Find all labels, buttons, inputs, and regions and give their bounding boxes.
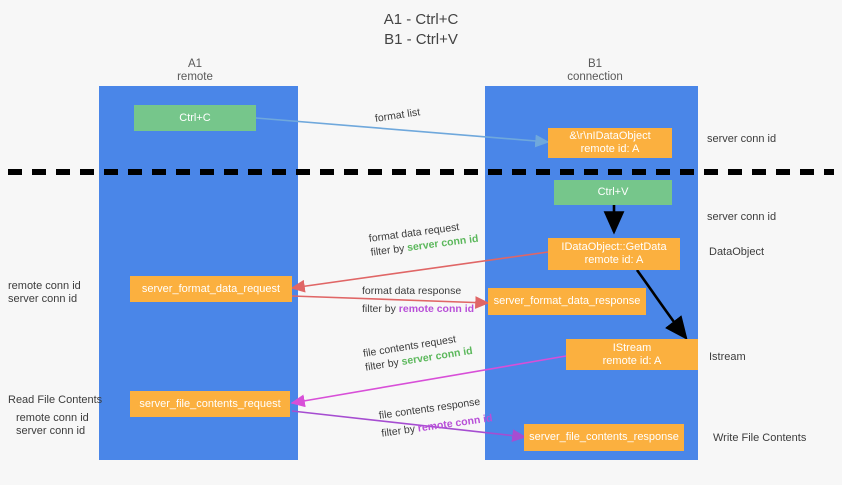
box-idataobject-getdata[interactable]: IDataObject::GetData remote id: A [548, 238, 680, 270]
filter-prefix-2: filter by [362, 303, 399, 315]
annotation-remote-conn-id-2: remote conn id [16, 412, 89, 424]
annotation-istream: Istream [709, 351, 746, 363]
box-idataobject-line2: remote id: A [580, 143, 640, 155]
annotation-server-conn-id-1: server conn id [8, 293, 78, 305]
annotation-server-conn-id-top: server conn id [707, 133, 777, 145]
lane-header-a1: A1 remote [140, 58, 250, 84]
box-server-file-contents-response[interactable]: server_file_contents_response [524, 424, 684, 451]
box-server-file-contents-response-label: server_file_contents_response [529, 431, 679, 443]
lane-b1-name: B1 [587, 58, 603, 70]
arrow-file-contents-response [291, 410, 527, 442]
annotation-server-conn-id-2: server conn id [16, 425, 86, 437]
box-ctrl-v-label: Ctrl+V [597, 186, 629, 198]
box-ctrl-v[interactable]: Ctrl+V [554, 180, 672, 205]
edge-label-format-data-response-filter: filter by remote conn id [362, 302, 474, 316]
lane-a1-subtitle: remote [177, 71, 213, 83]
lane-a1-name: A1 [187, 58, 203, 70]
box-server-format-data-response[interactable]: server_format_data_response [488, 288, 646, 315]
annotation-read-file-contents: Read File Contents [8, 394, 103, 406]
box-idataobject-line1: &\r\nIDataObject [569, 130, 651, 142]
box-idataobject-getdata-line1: IDataObject::GetData [561, 241, 667, 253]
box-idataobject[interactable]: &\r\nIDataObject remote id: A [548, 128, 672, 158]
arrow-format-list [255, 117, 550, 148]
annotation-remote-conn-id-1: remote conn id [8, 280, 81, 292]
annotation-write-file-contents: Write File Contents [713, 432, 807, 444]
arrow-format-data-request [290, 251, 549, 293]
annotation-dataobject: DataObject [709, 246, 765, 258]
box-idataobject-getdata-line2: remote id: A [584, 254, 644, 266]
box-server-format-data-response-label: server_format_data_response [493, 295, 641, 307]
box-istream-line2: remote id: A [602, 354, 662, 367]
edge-label-format-data-response-title: format data response [362, 285, 462, 297]
title-line-2: B1 - Ctrl+V [384, 31, 458, 48]
box-server-format-data-request[interactable]: server_format_data_request [130, 276, 292, 302]
arrow-format-data-response [291, 295, 490, 309]
arrow-file-contents-request [290, 355, 567, 408]
filter-key-remote-conn-id-1: remote conn id [398, 303, 475, 315]
box-ctrl-c[interactable]: Ctrl+C [134, 105, 256, 131]
edge-label-format-data-response: format data response filter by remote co… [362, 284, 474, 316]
box-server-format-data-request-label: server_format_data_request [141, 282, 281, 295]
box-istream[interactable]: IStream remote id: A [566, 339, 698, 370]
box-server-file-contents-request-label: server_file_contents_request [139, 397, 281, 410]
box-ctrl-c-label: Ctrl+C [179, 111, 211, 124]
title-line-1: A1 - Ctrl+C [383, 11, 459, 28]
annotation-server-conn-id-mid: server conn id [707, 211, 777, 223]
arrow-getdata-to-istream [635, 269, 688, 341]
box-istream-line1: IStream [612, 341, 652, 354]
lane-header-b1: B1 connection [540, 58, 650, 84]
box-server-file-contents-request[interactable]: server_file_contents_request [130, 391, 290, 417]
page-title: A1 - Ctrl+C B1 - Ctrl+V [0, 10, 842, 50]
lane-b1-subtitle: connection [567, 71, 623, 83]
